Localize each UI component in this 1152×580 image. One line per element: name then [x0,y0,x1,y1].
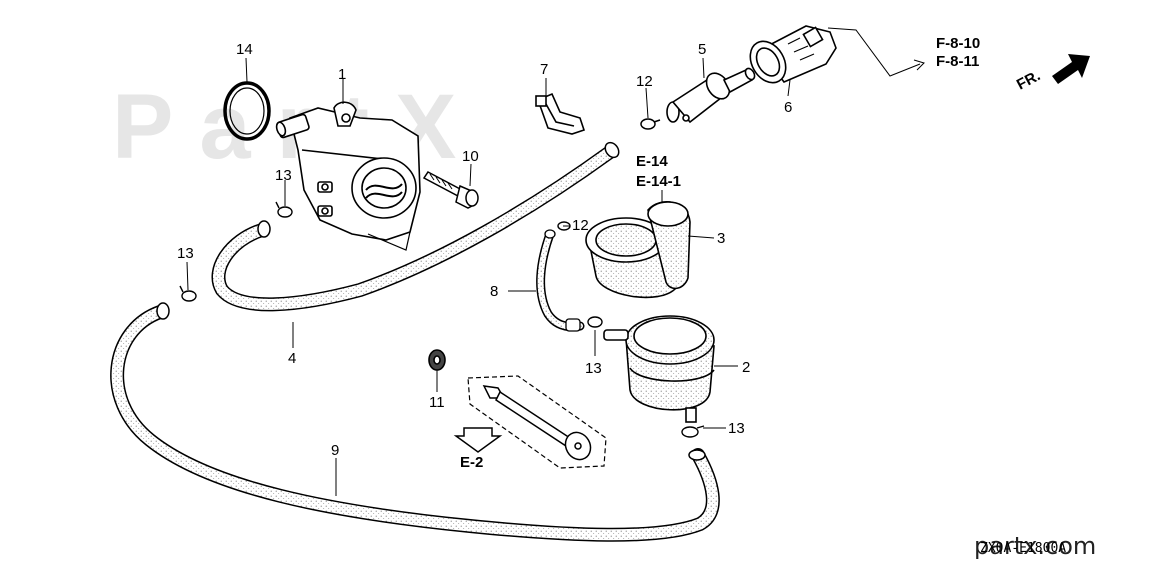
washer-11 [428,349,446,371]
part-label-9: 9 [331,442,339,459]
leader-lines [186,27,925,496]
part-label-13-a: 13 [275,167,292,184]
ref-e-14-1: E-14-1 [636,173,681,190]
ref-f-8-10: F-8-10 [936,35,980,52]
clamp-13-d [681,425,705,438]
part-label-1: 1 [338,66,346,83]
fuel-filter-2 [603,315,715,423]
part-label-6: 6 [784,99,792,116]
small-hose-8 [536,229,585,332]
part-label-5: 5 [698,41,706,58]
ref-front: FR. [1014,67,1043,93]
e2-reference-box [467,375,607,469]
filter-cover-3 [585,201,691,299]
part-label-8: 8 [490,283,498,300]
part-label-12-top: 12 [636,73,653,90]
clamp-13-a [275,201,293,218]
ref-e-2: E-2 [460,454,483,471]
part-label-13-c: 13 [585,360,602,377]
part-label-14: 14 [236,41,253,58]
o-ring-14 [223,81,271,141]
fuel-hose-9 [110,302,720,542]
clamp-12-top [640,118,661,130]
part-label-13-b: 13 [177,245,194,262]
part-labels: 1 2 3 4 5 6 7 8 9 10 11 12 12 13 13 13 1… [177,41,792,459]
front-arrow-icon [1052,54,1090,84]
site-watermark: partx.com [974,532,1096,560]
reference-labels: F-8-10 F-8-11 E-14 E-14-1 E-2 FR. [460,35,1043,471]
part-label-10: 10 [462,148,479,165]
bolt-10 [422,171,479,209]
part-label-4: 4 [288,350,296,367]
part-label-13-d: 13 [728,420,745,437]
e2-arrow-icon [453,427,503,453]
clamp-13-c [587,316,603,328]
part-label-3: 3 [717,230,725,247]
connector-5 [666,67,756,124]
part-label-2: 2 [742,359,750,376]
part-label-12-middle: 12 [572,217,589,234]
hose-clip-7 [535,92,586,135]
part-label-7: 7 [540,61,548,78]
clamp-13-b [179,285,197,302]
ref-e-14: E-14 [636,153,668,170]
part-label-11: 11 [429,394,445,411]
fuel-pump-1 [275,101,421,251]
ref-f-8-11: F-8-11 [936,53,979,70]
drawing-code: ZX0A-E1800A [980,541,1066,556]
fuel-connector-6 [749,25,837,84]
fuel-hose-4 [211,141,620,312]
